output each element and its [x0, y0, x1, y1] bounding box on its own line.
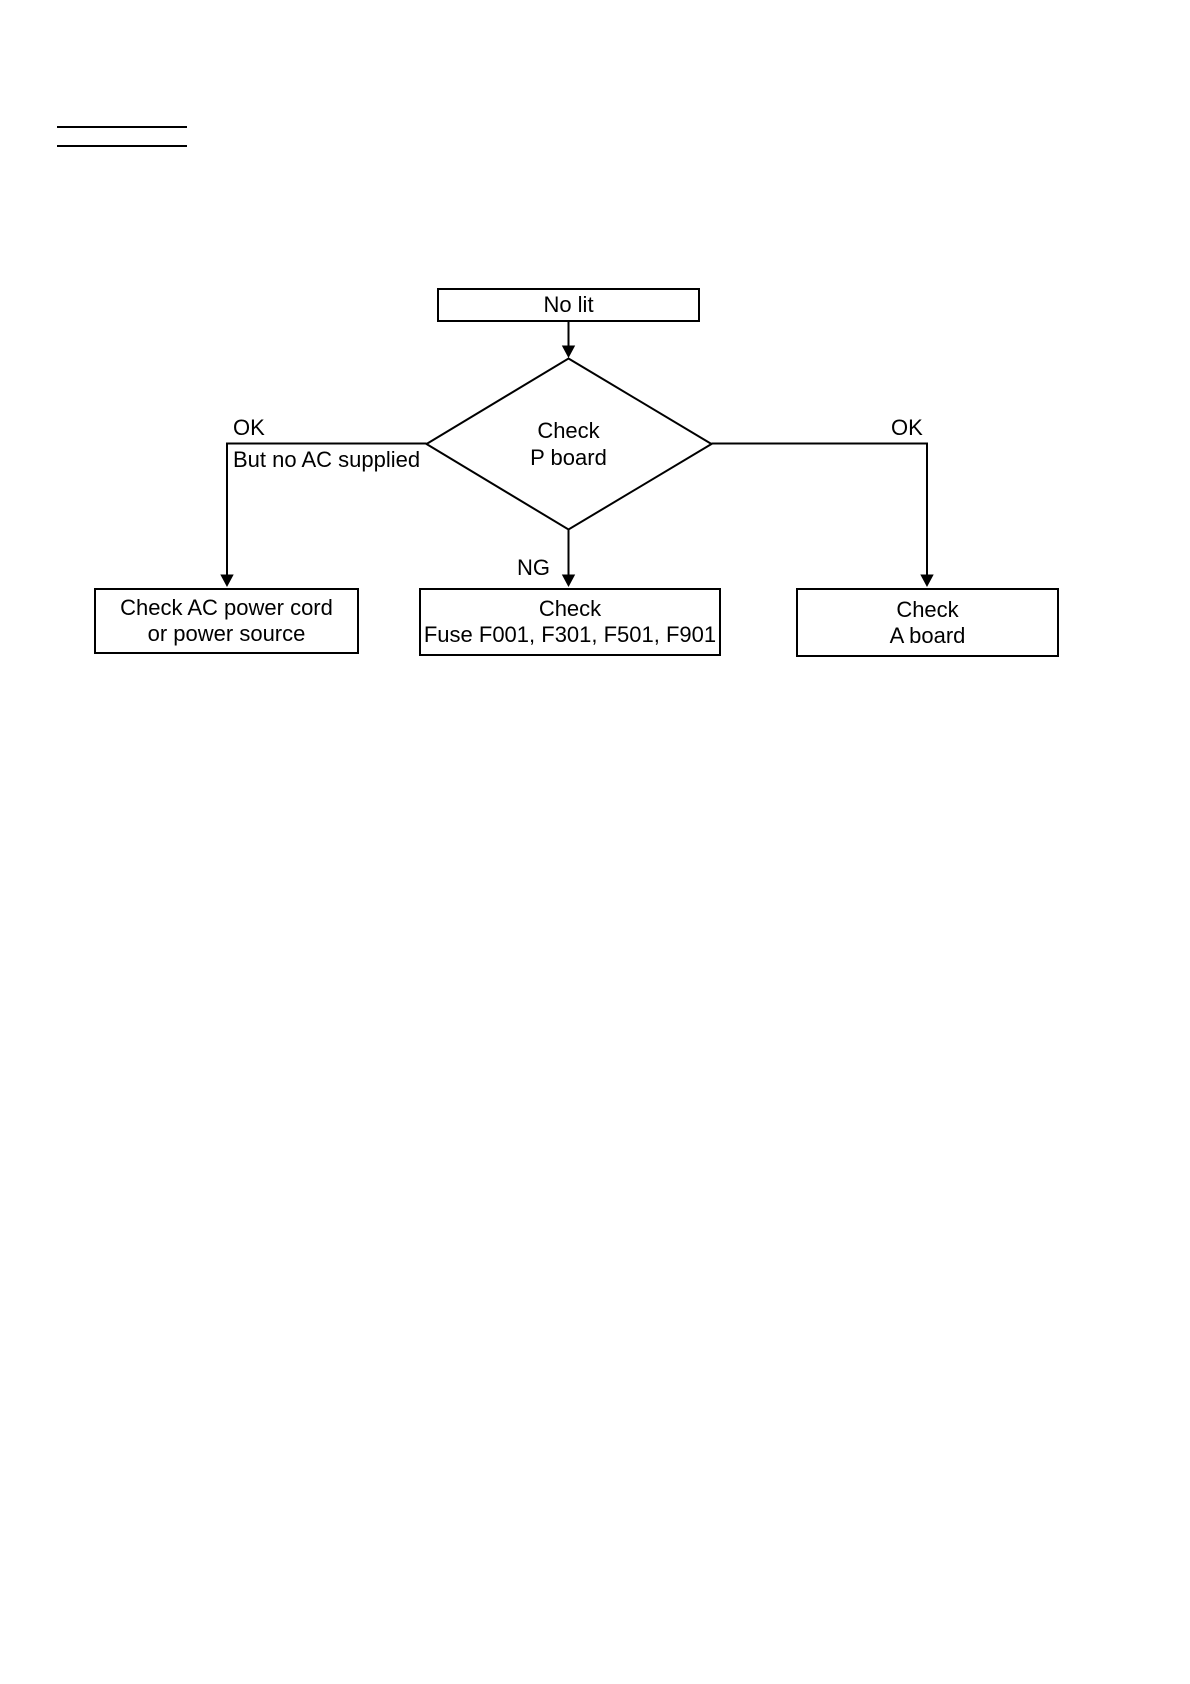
outcome-box-a-board: Check A board	[796, 588, 1059, 657]
connector-decision-to-right-box	[711, 442, 928, 576]
connector-decision-to-left-box	[226, 442, 427, 576]
header-rule-bottom	[57, 145, 187, 147]
label-ok-left: OK	[233, 415, 265, 440]
decision-diamond	[424, 357, 714, 531]
start-box: No lit	[437, 288, 700, 322]
label-but-no-ac-supplied: But no AC supplied	[233, 447, 421, 472]
decision-label: Check P board	[468, 417, 669, 471]
label-ok-right: OK	[891, 415, 923, 440]
outcome-box-a-board-line2: A board	[889, 622, 966, 648]
outcome-box-fuses: Check Fuse F001, F301, F501, F901	[419, 588, 721, 656]
header-rule-top	[57, 126, 187, 128]
arrowhead-down-to-middle-box-icon	[561, 574, 576, 587]
decision-label-line1: Check	[537, 418, 600, 443]
outcome-box-ac-power-line2: or power source	[147, 621, 306, 646]
arrowhead-down-to-decision-icon	[561, 345, 576, 358]
flowchart-connectors	[220, 322, 934, 587]
arrowhead-down-to-right-box-icon	[920, 574, 934, 587]
decision-label-line2: P board	[530, 445, 607, 470]
outcome-box-a-board-line1: Check	[896, 596, 959, 622]
start-box-label: No lit	[543, 292, 594, 317]
outcome-box-ac-power: Check AC power cord or power source	[94, 588, 359, 654]
outcome-box-fuses-line1: Check	[538, 596, 602, 621]
outcome-box-ac-power-line1: Check AC power cord	[120, 595, 333, 620]
label-ng: NG	[517, 555, 550, 580]
outcome-box-fuses-line2: Fuse F001, F301, F501, F901	[423, 622, 717, 647]
arrowhead-down-to-left-box-icon	[220, 574, 234, 587]
